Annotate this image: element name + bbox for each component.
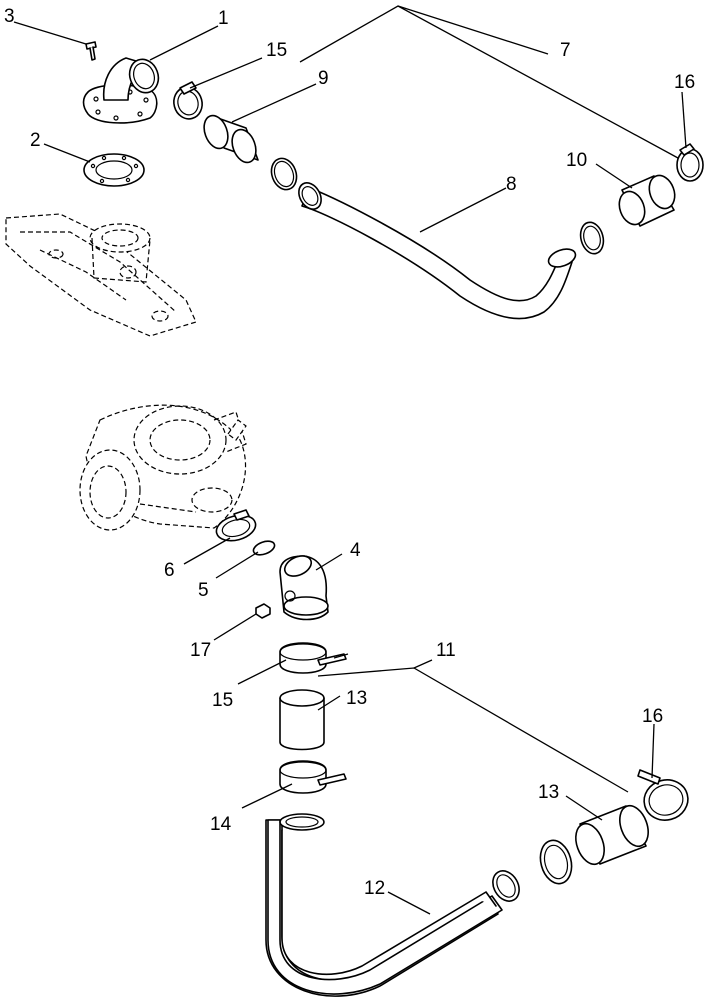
callout-5: 5 [198,580,209,601]
callout-14: 14 [210,814,232,835]
clamp-part-15-lower [279,642,349,674]
callout-labels: 3 1 2 15 9 7 16 10 8 4 6 5 17 11 15 13 1… [4,6,695,899]
callout-17: 17 [190,640,211,661]
callout-11: 11 [436,640,456,661]
ring-lower-right [539,839,573,885]
callout-15-lower: 15 [212,690,233,711]
elbow-part-4 [279,555,329,621]
callout-9: 9 [318,68,329,89]
callout-16-upper: 16 [674,72,695,93]
callout-10: 10 [566,150,587,171]
plug-part-17 [255,603,271,619]
bolt-part-3 [85,41,97,61]
j-pipe-part-12 [265,813,520,997]
callout-13-right: 13 [538,782,559,803]
leader-lines [13,5,687,915]
gasket-part-2 [83,153,145,187]
turbocharger-reference [79,404,247,531]
callout-8: 8 [506,174,517,195]
clamp-part-14 [279,760,347,794]
clamp-part-16-lower [637,769,689,821]
callout-16-lower: 16 [642,706,663,727]
clamp-part-15-upper [173,81,203,120]
clamp-part-16-upper [676,143,704,182]
callout-4: 4 [350,540,361,561]
bent-tube-part-8 [298,182,577,320]
clamp-part-6 [215,509,257,542]
callout-3: 3 [4,6,15,27]
sleeve-part-9 [203,114,259,164]
gasket-part-5 [252,540,276,556]
ring-upper-right [579,221,605,255]
exhaust-manifold-reference [5,213,197,337]
callout-2: 2 [30,130,41,151]
ring-upper-left [270,157,298,191]
elbow-flange-part-1 [82,57,160,124]
sleeve-part-13-left [279,689,325,751]
callout-7: 7 [560,40,571,61]
callout-6: 6 [164,560,175,581]
sleeve-part-10 [618,174,676,227]
callout-15-upper: 15 [266,40,287,61]
sleeve-part-13-right [575,804,649,866]
callout-13-left: 13 [346,688,367,709]
callout-1: 1 [218,8,229,29]
callout-12: 12 [364,878,385,899]
